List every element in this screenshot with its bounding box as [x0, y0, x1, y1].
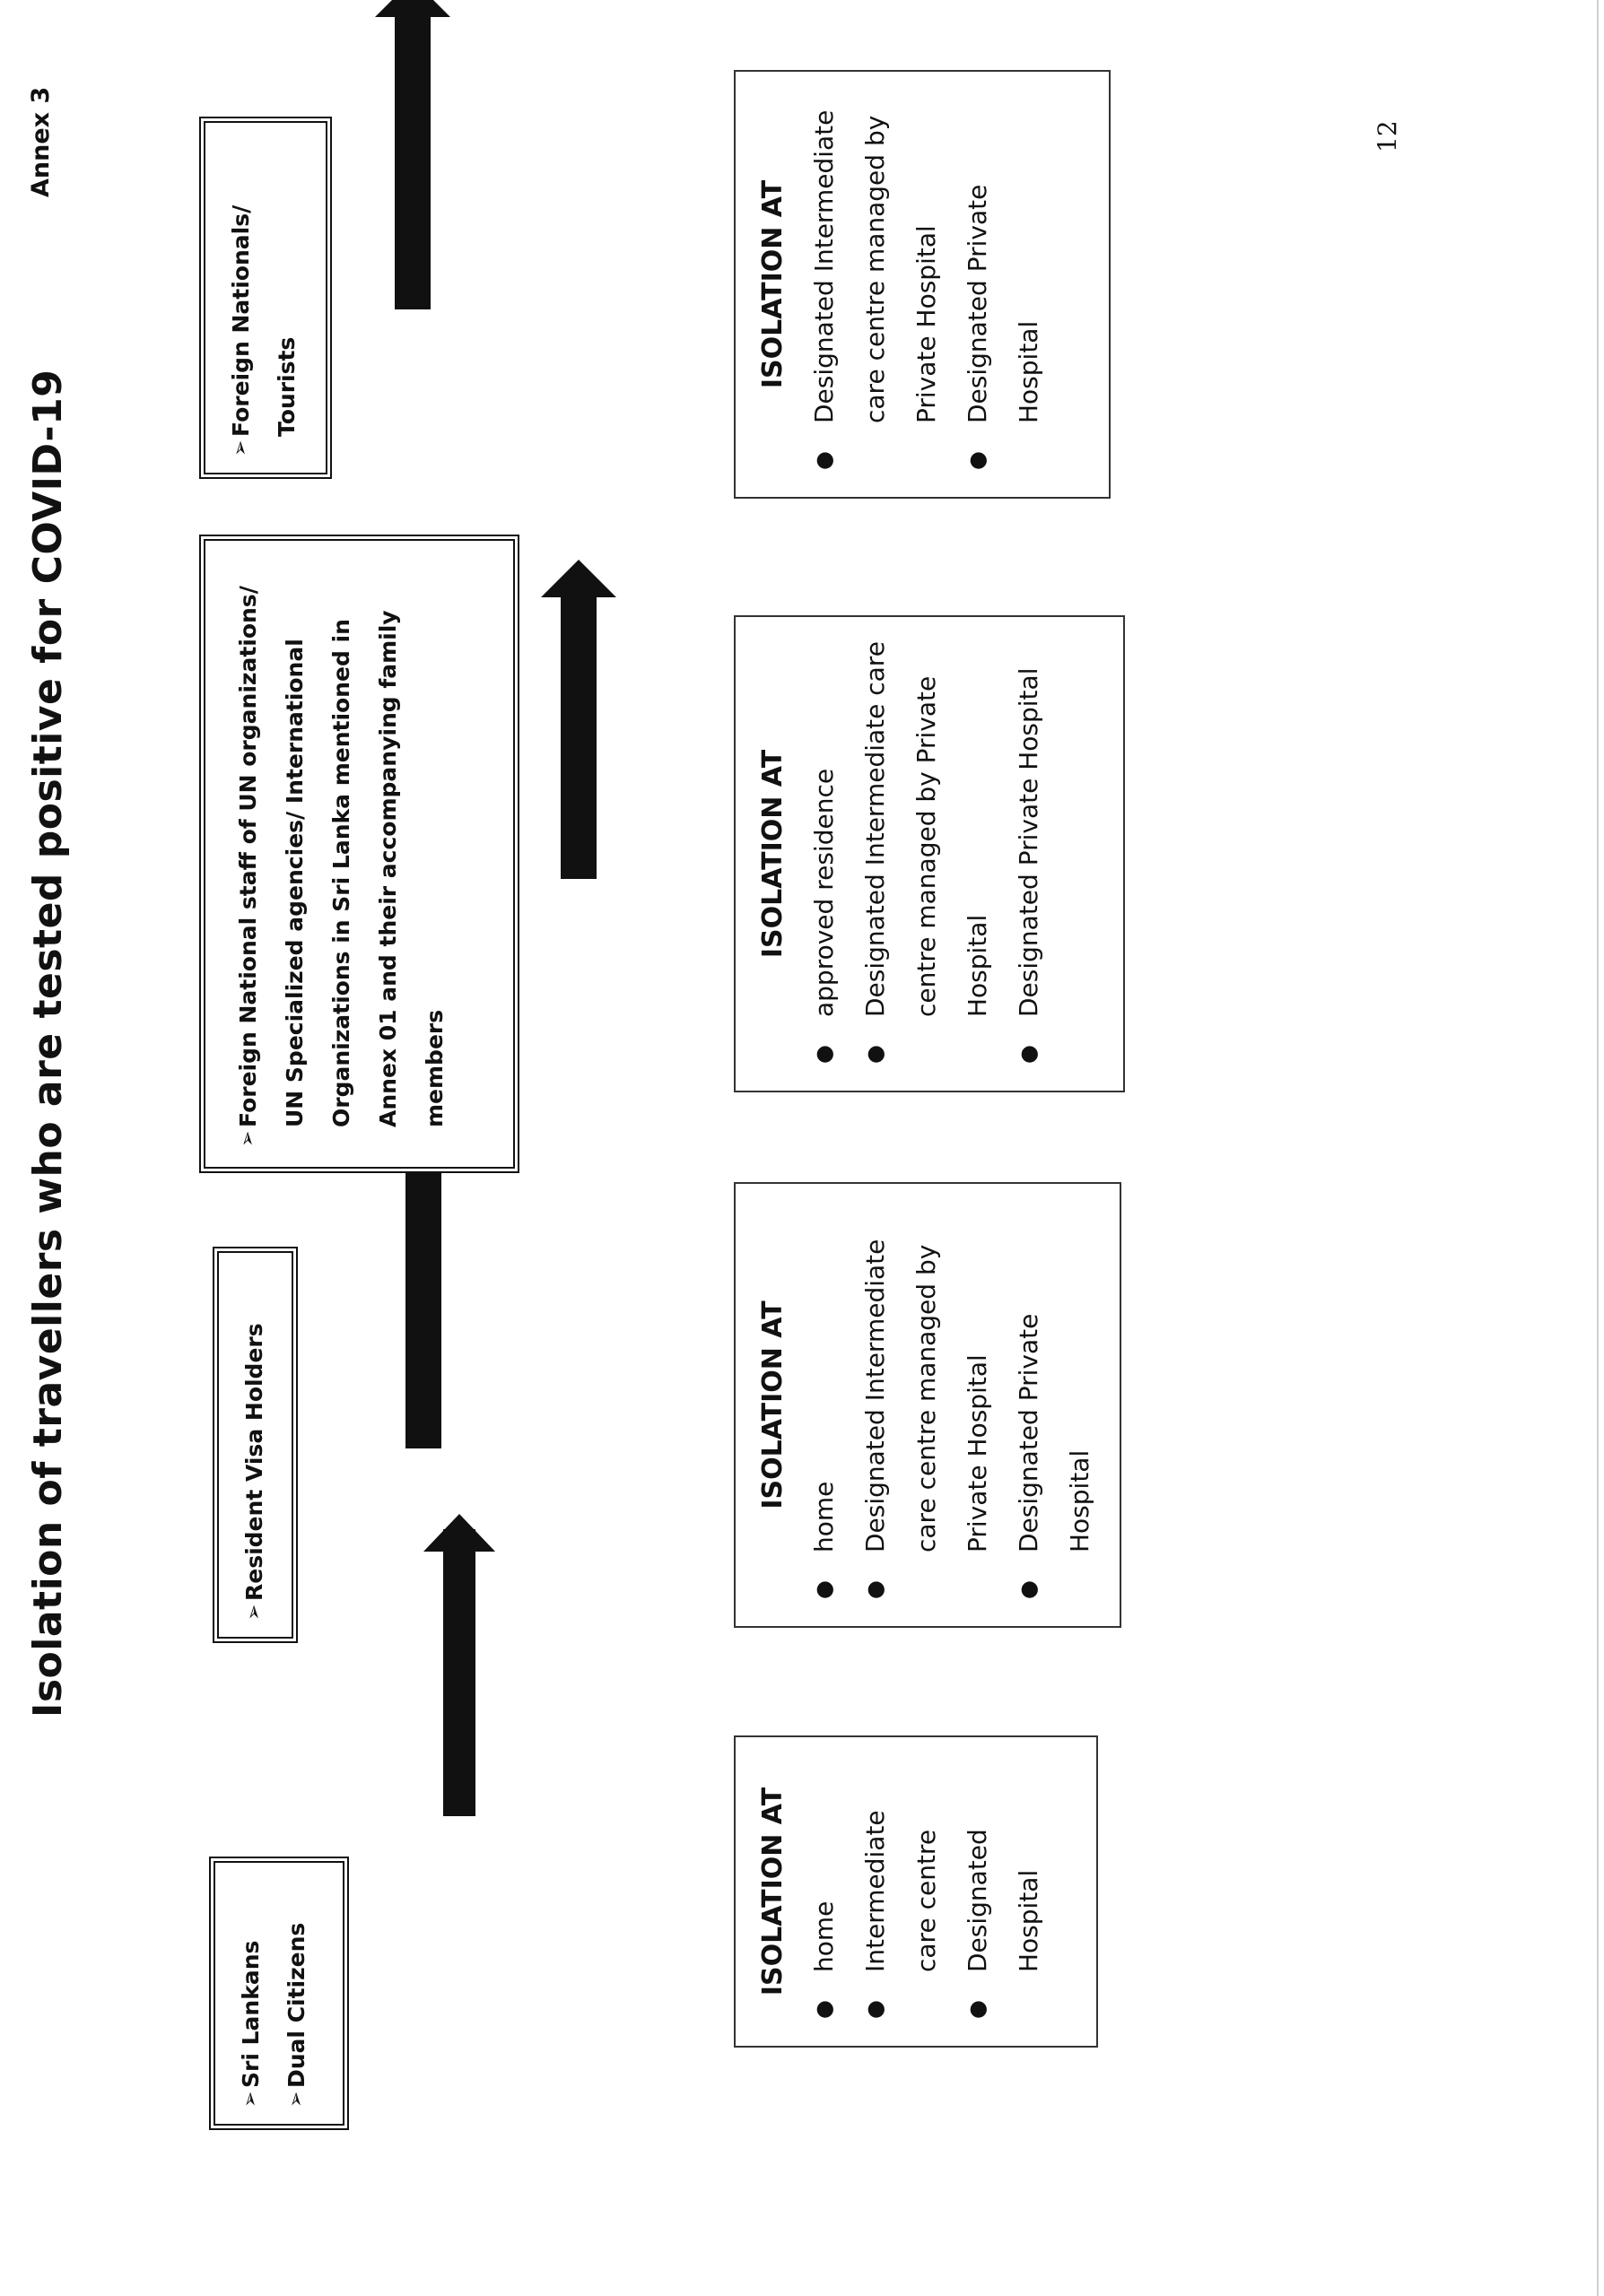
isolation-item: ●Designated Intermediate care centre man… — [850, 637, 1003, 1071]
isolation-box-sri-lankans: ISOLATION AT ●home ●Intermediate care ce… — [734, 1735, 1098, 2048]
isolation-heading: ISOLATION AT — [757, 749, 789, 959]
category-box-sri-lankans: ➢ Sri Lankans ➢ Dual Citizens — [209, 1857, 349, 2130]
category-item: ➢ Foreign Nationals/ Tourists — [218, 139, 309, 457]
bullet-icon: ● — [811, 1045, 836, 1064]
isolation-box-foreign-nationals: ISOLATION AT ●Designated Intermediate ca… — [734, 70, 1111, 499]
isolation-box-resident-visa: ISOLATION AT ●home ●Designated Intermedi… — [734, 1182, 1121, 1628]
category-box-un-staff: ➢ Foreign National staff of UN organizat… — [199, 535, 519, 1173]
isolation-item: ●Designated Hospital — [952, 1757, 1054, 2026]
category-item-label: Dual Citizens — [283, 1922, 309, 2088]
bullet-icon: ● — [862, 1045, 887, 1064]
bullet-icon: ● — [964, 451, 989, 470]
isolation-item: ●Designated Private Hospital — [1003, 637, 1054, 1071]
isolation-item: ●home — [798, 1204, 850, 1606]
flow-arrow-icon — [375, 0, 450, 309]
arrow-bullet-icon: ➢ — [285, 2091, 308, 2108]
page-title: Isolation of travellers who are tested p… — [25, 369, 71, 1718]
category-box-resident-visa: ➢ Resident Visa Holders — [213, 1247, 298, 1643]
category-box-foreign-nationals: ➢ Foreign Nationals/ Tourists — [199, 117, 332, 479]
flow-arrow-icon — [541, 556, 616, 879]
bullet-icon: ● — [811, 1580, 836, 1599]
isolation-heading: ISOLATION AT — [757, 1787, 789, 1996]
annex-label: Annex 3 — [27, 86, 55, 197]
isolation-list: ●Designated Intermediate care centre man… — [798, 91, 1054, 477]
arrow-bullet-icon: ➢ — [237, 1130, 259, 1147]
category-item: ➢ Resident Visa Holders — [231, 1269, 277, 1621]
flow-arrow-icon — [423, 1511, 495, 1834]
category-item-label: Foreign Nationals/ Tourists — [228, 204, 300, 437]
category-item: ➢ Dual Citizens — [274, 1879, 319, 2108]
isolation-item: ●Designated Intermediate care centre man… — [798, 91, 952, 477]
isolation-heading: ISOLATION AT — [757, 179, 789, 389]
isolation-item: ●Designated Private Hospital — [952, 91, 1054, 477]
isolation-item: ●home — [798, 1757, 850, 2026]
bullet-icon: ● — [1016, 1580, 1041, 1599]
isolation-list: ●home ●Intermediate care centre ●Designa… — [798, 1757, 1054, 2026]
page-number: 12 — [1373, 120, 1402, 152]
bullet-icon: ● — [1016, 1045, 1041, 1064]
isolation-box-un-staff: ISOLATION AT ●approved residence ●Design… — [734, 615, 1125, 1092]
arrow-bullet-icon: ➢ — [230, 439, 252, 457]
arrow-bullet-icon: ➢ — [243, 1604, 266, 1621]
isolation-item: ●Intermediate care centre — [850, 1757, 952, 2026]
arrow-bullet-icon: ➢ — [240, 2091, 262, 2108]
bullet-icon: ● — [811, 2000, 836, 2019]
category-item-label: Sri Lankans — [238, 1940, 264, 2088]
isolation-item: ●approved residence — [798, 637, 850, 1071]
isolation-list: ●approved residence ●Designated Intermed… — [798, 637, 1054, 1071]
bullet-icon: ● — [862, 1580, 887, 1599]
category-item-label: Foreign National staff of UN organizatio… — [235, 586, 448, 1127]
bullet-icon: ● — [964, 2000, 989, 2019]
category-item: ➢ Sri Lankans — [228, 1879, 274, 2108]
isolation-item: ●Designated Private Hospital — [1003, 1204, 1105, 1606]
scan-edge-line — [1597, 0, 1599, 2296]
bullet-icon: ● — [811, 451, 836, 470]
category-item-label: Resident Visa Holders — [241, 1323, 267, 1601]
isolation-heading: ISOLATION AT — [757, 1300, 789, 1509]
isolation-list: ●home ●Designated Intermediate care cent… — [798, 1204, 1105, 1606]
isolation-item: ●Designated Intermediate care centre man… — [850, 1204, 1003, 1606]
bullet-icon: ● — [862, 2000, 887, 2019]
category-item: ➢ Foreign National staff of UN organizat… — [225, 561, 458, 1147]
